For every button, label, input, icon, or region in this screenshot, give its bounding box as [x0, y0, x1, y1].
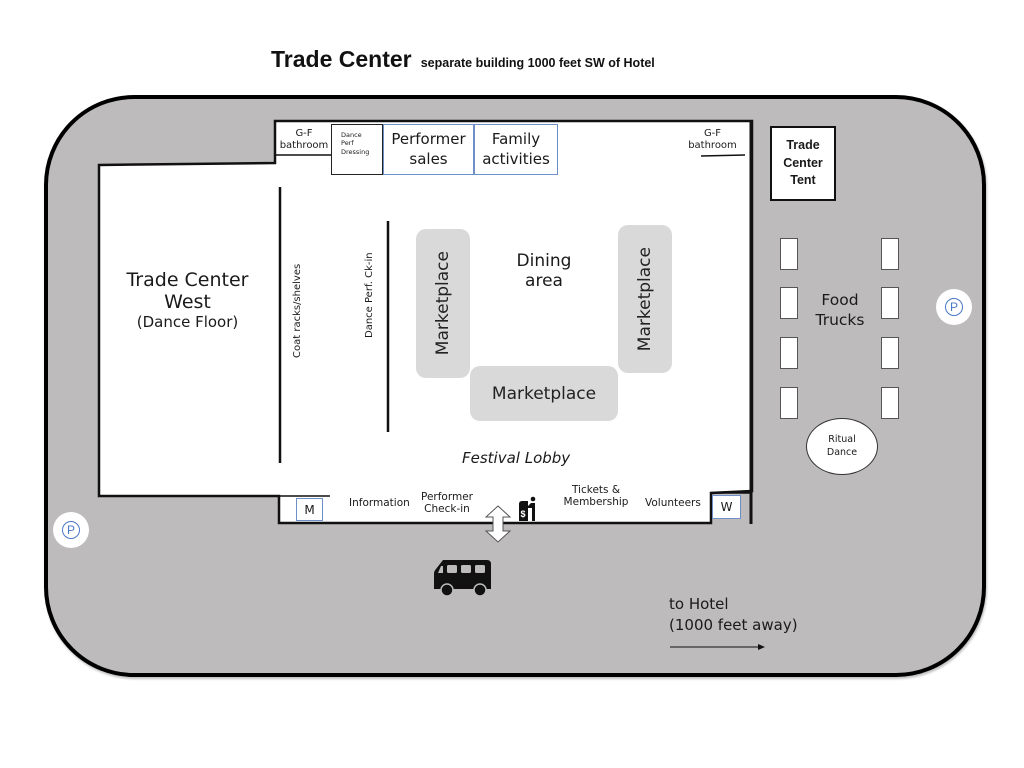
west-hall-line1: Trade Center	[126, 269, 249, 291]
mens-restroom: M	[296, 498, 323, 521]
food-truck	[780, 387, 798, 419]
marketplace-left-label: Marketplace	[433, 251, 453, 356]
title-main: Trade Center	[271, 46, 412, 72]
food-trucks-label: Food Trucks	[815, 291, 865, 330]
marketplace-bottom: Marketplace	[470, 366, 618, 421]
trade-center-tent-label: Trade Center Tent	[783, 138, 823, 188]
marketplace-right-label: Marketplace	[635, 246, 655, 352]
ticket-purchase-icon: $	[519, 496, 536, 521]
information-desk: Information	[349, 497, 410, 509]
gf-bathroom-left: G-F bathroom	[279, 128, 329, 151]
festival-lobby-label: Festival Lobby	[462, 449, 571, 467]
to-hotel-line2: (1000 feet away)	[669, 616, 798, 634]
food-truck	[780, 287, 798, 319]
west-hall-subtitle: (Dance Floor)	[136, 312, 239, 331]
parking-icon: P	[62, 521, 80, 539]
dining-area-label: Dining area	[516, 251, 572, 291]
food-truck	[780, 238, 798, 270]
to-hotel-arrow-head	[758, 644, 765, 650]
dance-perf-dressing-room: Dance Perf Dressing	[331, 124, 383, 175]
womens-restroom: W	[712, 495, 741, 519]
marketplace-left: Marketplace	[416, 229, 470, 378]
to-hotel-label: to Hotel (1000 feet away)	[669, 594, 798, 636]
west-hall-line2: West	[164, 290, 211, 313]
marketplace-right: Marketplace	[618, 225, 672, 373]
volunteers-desk: Volunteers	[645, 497, 701, 509]
west-hall-label: Trade Center West (Dance Floor)	[110, 269, 265, 331]
entrance-double-arrow-icon	[485, 505, 511, 543]
food-truck	[881, 238, 899, 270]
bus-icon	[434, 560, 491, 597]
food-truck	[780, 337, 798, 369]
family-activities-label: Family activities	[482, 130, 550, 168]
to-hotel-line1: to Hotel	[669, 595, 729, 613]
map-title: Trade Center separate building 1000 feet…	[271, 46, 655, 73]
gf-bathroom-right: G-F bathroom	[688, 128, 737, 151]
ritual-dance-label: Ritual Dance	[826, 434, 858, 458]
svg-text:$: $	[521, 509, 526, 519]
parking-west-marker: P	[53, 512, 89, 548]
tickets-membership-desk: Tickets & Membership	[563, 484, 629, 509]
food-truck	[881, 287, 899, 319]
parking-east-marker: P	[936, 289, 972, 325]
performer-sales-label: Performer sales	[391, 130, 466, 168]
dance-perf-dressing-label: Dance Perf Dressing	[341, 131, 370, 156]
food-truck	[881, 387, 899, 419]
trade-center-tent: Trade Center Tent	[770, 126, 836, 201]
food-truck	[881, 337, 899, 369]
family-activities-room: Family activities	[474, 124, 558, 175]
gf-bathroom-right-wall	[700, 154, 746, 157]
ritual-dance-area: Ritual Dance	[806, 418, 878, 475]
title-subtitle: separate building 1000 feet SW of Hotel	[420, 56, 655, 70]
parking-icon: P	[945, 298, 963, 316]
performer-checkin-desk: Performer Check-in	[421, 491, 473, 516]
performer-sales-room: Performer sales	[383, 124, 474, 175]
dance-perf-checkin-label: Dance Perf. Ck-in	[364, 252, 375, 338]
coat-racks-label: Coat racks/shelves	[292, 263, 303, 358]
marketplace-bottom-label: Marketplace	[491, 383, 597, 404]
